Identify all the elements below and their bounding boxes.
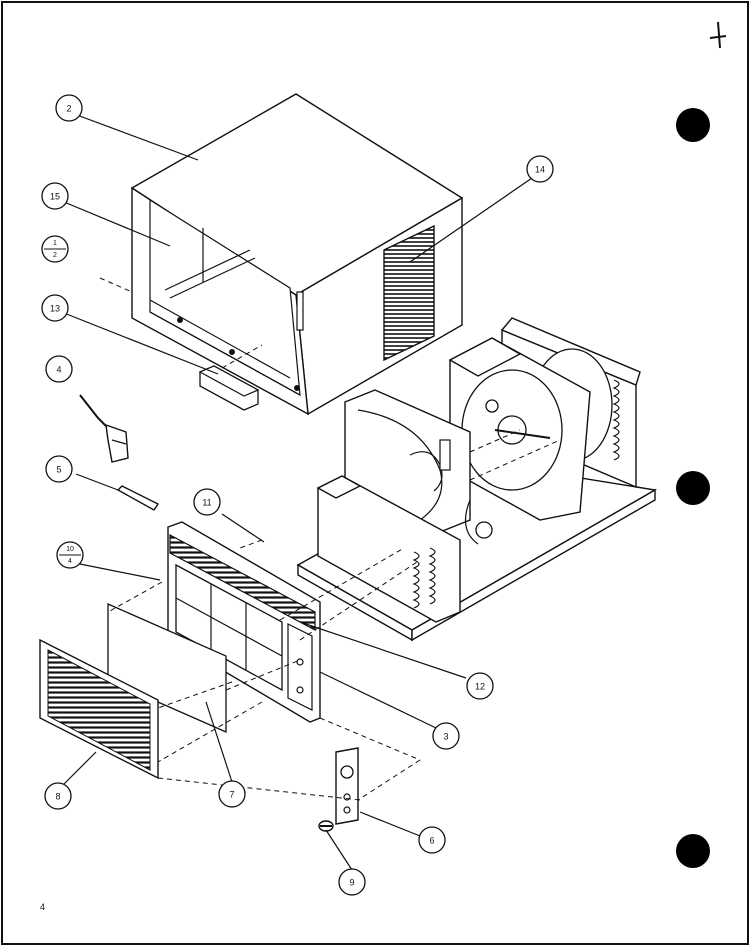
assembly-lines — [99, 277, 561, 801]
callout-2: 2 — [55, 94, 83, 122]
callout-13: 13 — [41, 294, 69, 322]
control-plate — [335, 747, 359, 825]
callout-3-label: 3 — [443, 731, 448, 741]
callout-7: 7 — [218, 780, 246, 808]
callout-7-label: 7 — [229, 789, 234, 799]
callout-5: 5 — [45, 455, 73, 483]
callout-15: 15 — [41, 182, 69, 210]
punch-hole-bottom — [676, 834, 710, 868]
callout-9-label: 9 — [349, 877, 354, 887]
rod-part — [116, 485, 160, 511]
bracket-part — [79, 394, 129, 463]
callout-12-label: 12 — [475, 681, 485, 691]
page-number: 4 — [40, 902, 45, 912]
callout-12: 12 — [466, 672, 494, 700]
callout-11: 11 — [193, 488, 221, 516]
punch-hole-top — [676, 108, 710, 142]
side-louver-grille — [383, 224, 435, 362]
callout-10-num: 10 — [66, 546, 74, 553]
callout-14: 14 — [526, 155, 554, 183]
callout-6-label: 6 — [429, 835, 434, 845]
callout-11-label: 11 — [202, 497, 211, 507]
callout-9: 9 — [338, 868, 366, 896]
callout-10-den: 4 — [68, 558, 72, 565]
callout-15-label: 15 — [50, 191, 60, 201]
cabinet-shell — [130, 93, 464, 416]
callout-13-label: 13 — [50, 303, 60, 313]
callout-6: 6 — [418, 826, 446, 854]
callout-8-label: 8 — [55, 791, 60, 801]
callout-8: 8 — [44, 782, 72, 810]
callout-10-4: 10 4 — [56, 541, 84, 569]
callout-4-label: 4 — [56, 364, 61, 374]
callout-5-label: 5 — [56, 464, 61, 474]
callout-1-num: 1 — [53, 240, 57, 247]
callout-3: 3 — [432, 722, 460, 750]
punch-hole-middle — [676, 471, 710, 505]
corner-mark — [709, 21, 727, 49]
callout-14-label: 14 — [535, 164, 545, 174]
evaporator-coil — [316, 475, 493, 623]
callout-1-den: 2 — [53, 252, 57, 259]
callout-1-2: 1 2 — [41, 235, 69, 263]
callout-4: 4 — [45, 355, 73, 383]
front-grille — [39, 638, 159, 780]
air-filter — [107, 603, 227, 733]
callout-2-label: 2 — [66, 103, 71, 113]
control-knob — [318, 820, 334, 832]
leader-lines — [61, 114, 533, 871]
front-panel — [167, 521, 321, 723]
